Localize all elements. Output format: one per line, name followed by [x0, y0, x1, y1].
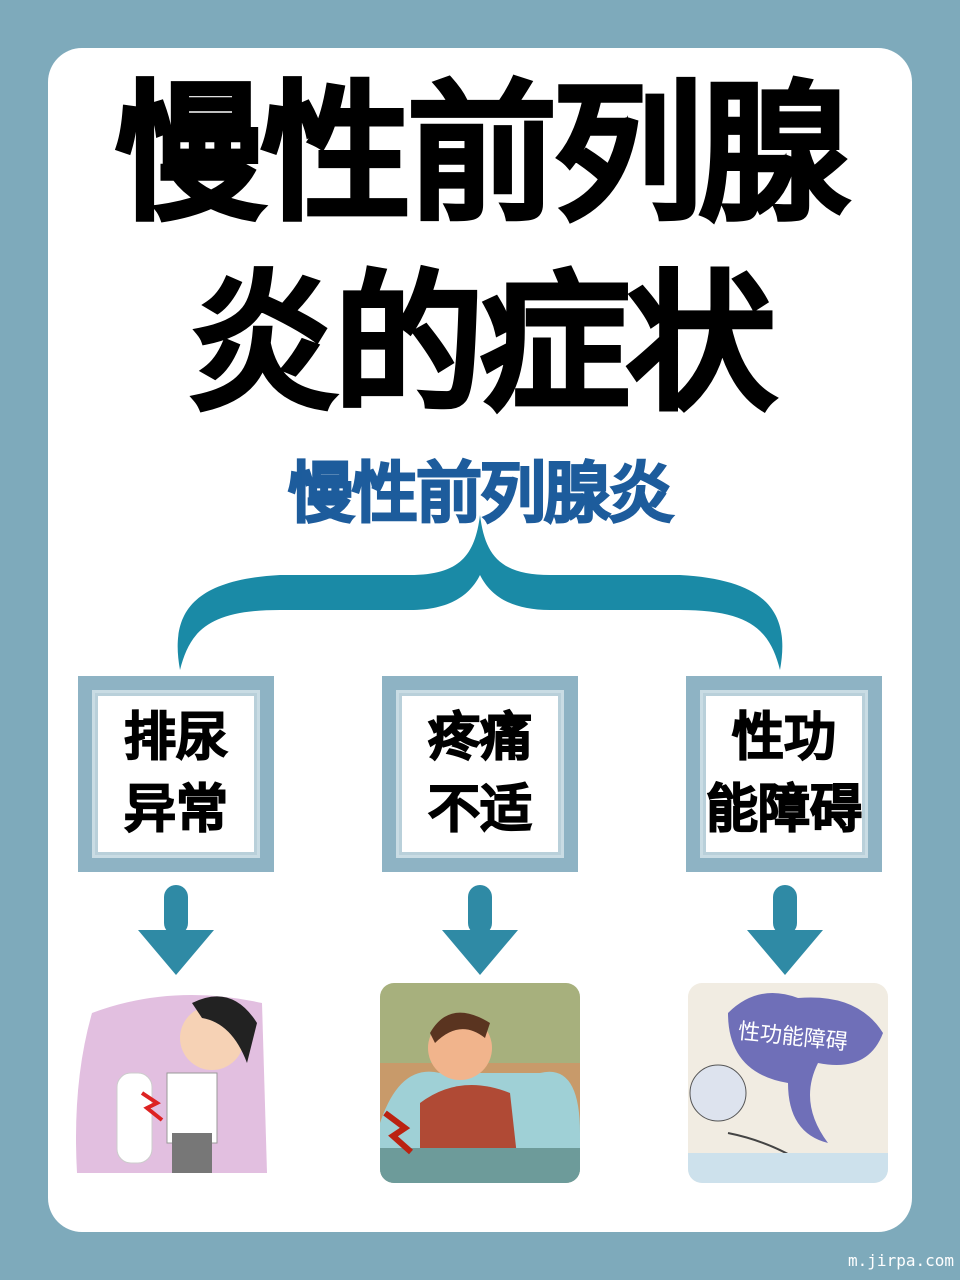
- symptom-box-urination: 排尿异常: [78, 676, 274, 872]
- symptom-label: 异常: [123, 779, 229, 841]
- symptom-box-pain: 疼痛不适: [382, 676, 578, 872]
- watermark: m.jirpa.com: [848, 1251, 954, 1270]
- symptom-label: 疼痛: [427, 707, 533, 769]
- title-line-1: 慢性前列腺: [113, 68, 850, 242]
- pain-illustration: [380, 983, 580, 1183]
- arrow-down-icon: [747, 885, 823, 975]
- symptom-label: 性功: [731, 707, 837, 769]
- symptom-label: 排尿: [123, 707, 229, 769]
- arrow-down-icon: [442, 885, 518, 975]
- symptom-label: 不适: [427, 779, 533, 841]
- symptom-label: 能障碍: [705, 779, 863, 841]
- sexual-dysfunction-illustration: 性功能障碍: [688, 983, 888, 1183]
- symptom-box-sexual: 性功能障碍: [686, 676, 882, 872]
- urination-illustration: [72, 983, 272, 1183]
- curly-brace-icon: [177, 515, 783, 670]
- title-line-2: 炎的症状: [186, 258, 777, 432]
- subtitle: 慢性前列腺炎: [287, 454, 675, 533]
- arrow-down-icon: [138, 885, 214, 975]
